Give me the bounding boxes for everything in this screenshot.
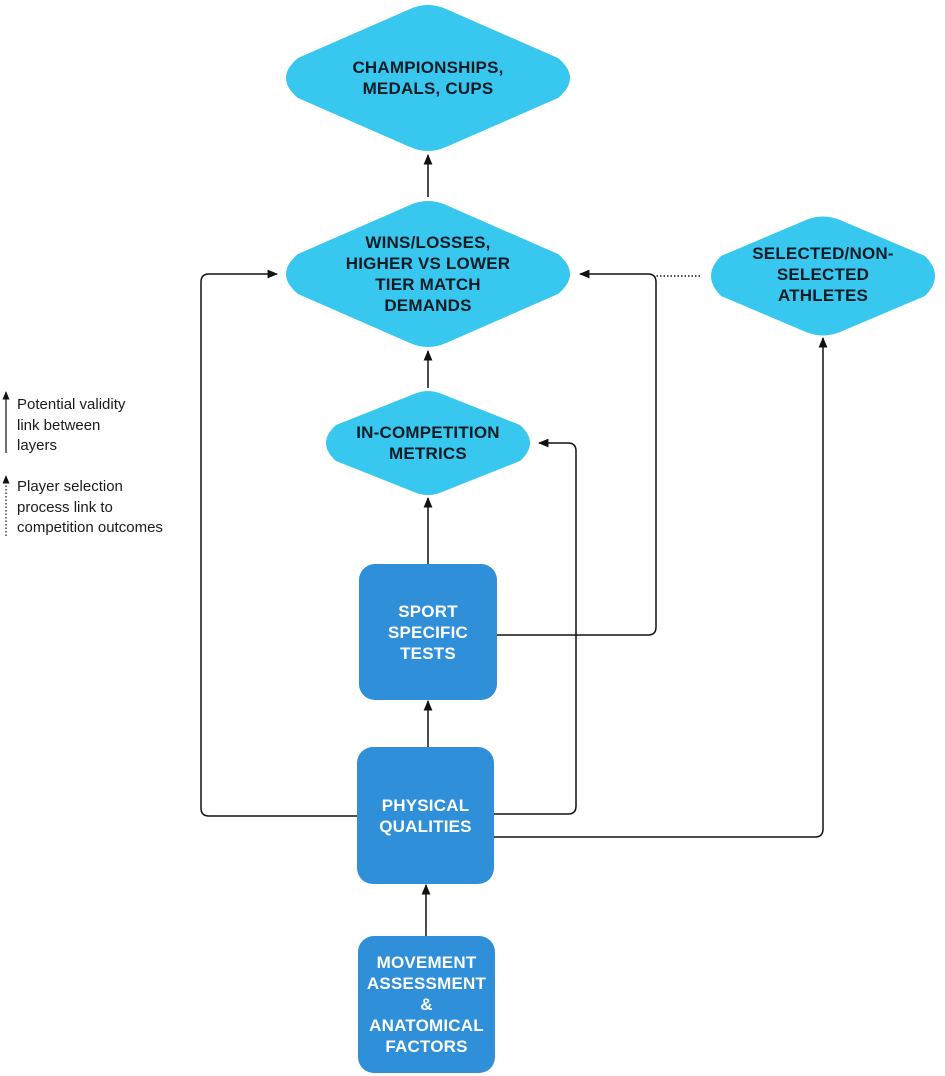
incompetition-line-2: METRICS [389, 444, 467, 463]
movement-label: MOVEMENT ASSESSMENT & ANATOMICAL FACTORS [358, 936, 495, 1073]
physical-line-2: QUALITIES [379, 816, 472, 836]
wins-losses-diamond [286, 201, 570, 347]
legend-validity-line-1: Potential validity [17, 396, 126, 413]
legend-selection-line-3: competition outcomes [17, 519, 163, 536]
arrow-physical-to-wins-left [200, 269, 357, 817]
wins-line-2: HIGHER VS LOWER [345, 254, 511, 273]
sport-specific-label: SPORT SPECIFIC TESTS [359, 564, 497, 700]
championships-diamond [286, 5, 570, 151]
physical-box [357, 747, 494, 884]
wins-losses-label: WINS/LOSSES, HIGHER VS LOWER TIER MATCH … [298, 224, 558, 324]
in-competition-diamond [326, 391, 530, 495]
movement-line-1: MOVEMENT [376, 953, 477, 972]
sport-line-2: SPECIFIC [387, 622, 468, 642]
physical-label: PHYSICAL QUALITIES [357, 747, 494, 884]
legend-selection-line-2: process link to [17, 498, 113, 516]
movement-line-2: ASSESSMENT [366, 974, 487, 993]
movement-line-5: FACTORS [385, 1037, 468, 1056]
legend-selection-text: Player selection process link to competi… [17, 477, 163, 539]
movement-line-3: & [420, 995, 433, 1014]
wins-line-1: WINS/LOSSES, [365, 233, 491, 252]
legend-selection-line-1: Player selection [17, 478, 123, 495]
sport-specific-box [359, 564, 497, 700]
movement-line-4: ANATOMICAL [369, 1016, 484, 1035]
selected-label: SELECTED/NON- SELECTED ATHLETES [718, 236, 928, 312]
championships-label: CHAMPIONSHIPS, MEDALS, CUPS [298, 38, 558, 118]
in-competition-label: IN-COMPETITION METRICS [330, 413, 526, 473]
arrow-physical-to-incompetition [494, 438, 577, 815]
legend-validity-line-3: layers [17, 437, 58, 454]
sport-line-1: SPORT [398, 601, 458, 621]
legend-validity-text: Potential validity link between layers [17, 395, 125, 457]
arrow-sport-to-wins-right [497, 269, 657, 636]
legend-validity-line-2: link between [17, 416, 101, 434]
incompetition-line-1: IN-COMPETITION [356, 423, 500, 442]
selected-line-2: SELECTED [776, 264, 870, 284]
championships-line-1: CHAMPIONSHIPS, [352, 58, 504, 77]
selected-line-3: ATHLETES [777, 285, 869, 305]
wins-line-3: TIER MATCH [375, 275, 481, 294]
sport-line-3: TESTS [400, 643, 456, 663]
selected-line-1: SELECTED/NON- [752, 243, 894, 263]
arrow-physical-to-selected [494, 336, 828, 838]
wins-line-4: DEMANDS [384, 296, 472, 315]
selected-diamond [711, 216, 935, 336]
movement-box [358, 936, 495, 1073]
physical-line-1: PHYSICAL [381, 795, 470, 815]
championships-line-2: MEDALS, CUPS [362, 79, 494, 98]
